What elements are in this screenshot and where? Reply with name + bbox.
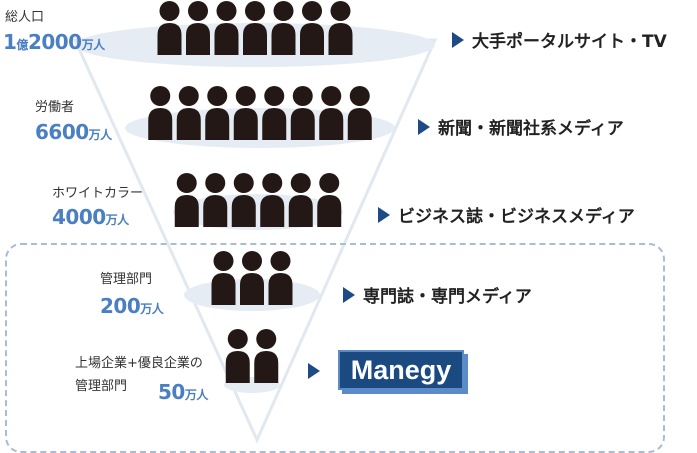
person-icon bbox=[240, 251, 264, 305]
person-icon bbox=[319, 86, 344, 140]
media-item: ビジネス誌・ビジネスメディア bbox=[378, 202, 635, 227]
triangle-arrow-icon bbox=[378, 206, 390, 223]
person-icon bbox=[317, 173, 342, 227]
person-icon bbox=[205, 86, 230, 140]
triangle-arrow-icon bbox=[343, 286, 355, 303]
person-icon bbox=[271, 1, 296, 55]
person-icon bbox=[243, 1, 267, 55]
media-item: 大手ポータルサイト・TV bbox=[452, 27, 667, 52]
person-icon bbox=[328, 1, 353, 55]
person-icon bbox=[176, 86, 201, 140]
media-item: 新聞・新聞社系メディア bbox=[418, 114, 624, 139]
person-icon bbox=[225, 329, 250, 383]
tier-label: 総人口 bbox=[5, 10, 45, 25]
tier-label: 管理部門 bbox=[75, 379, 128, 394]
triangle-arrow-icon bbox=[452, 31, 464, 48]
person-icon bbox=[288, 173, 313, 227]
triangle-arrow-icon bbox=[308, 363, 320, 379]
person-icon bbox=[186, 1, 210, 55]
person-icon bbox=[347, 86, 372, 140]
person-icon bbox=[174, 173, 199, 227]
person-icon bbox=[233, 86, 258, 140]
person-icon bbox=[268, 251, 293, 305]
manegy-logo: Manegy bbox=[338, 350, 468, 394]
person-icon bbox=[148, 86, 173, 140]
person-icon bbox=[157, 1, 182, 55]
person-icon bbox=[290, 86, 315, 140]
tier-label: 上場企業+優良企業の bbox=[75, 356, 203, 371]
tier-count: 1億2000万人 bbox=[3, 30, 105, 54]
person-icon bbox=[254, 329, 279, 383]
person-icon bbox=[203, 173, 228, 227]
tier-label: 労働者 bbox=[35, 100, 75, 115]
tier-count: 200万人 bbox=[100, 294, 164, 318]
tier-label: ホワイトカラー bbox=[52, 186, 144, 201]
tier-count: 6600万人 bbox=[35, 120, 112, 144]
person-icon bbox=[231, 173, 256, 227]
person-icon bbox=[262, 86, 287, 140]
tier-count: 50万人 bbox=[158, 380, 208, 404]
person-icon bbox=[214, 1, 239, 55]
tier-label: 管理部門 bbox=[100, 272, 153, 287]
person-icon bbox=[260, 173, 285, 227]
tier-count: 4000万人 bbox=[52, 205, 129, 229]
media-item: 専門誌・専門メディア bbox=[343, 282, 532, 307]
triangle-arrow-icon bbox=[418, 118, 430, 135]
person-icon bbox=[211, 251, 236, 305]
media-item bbox=[308, 363, 328, 379]
person-icon bbox=[300, 1, 324, 55]
